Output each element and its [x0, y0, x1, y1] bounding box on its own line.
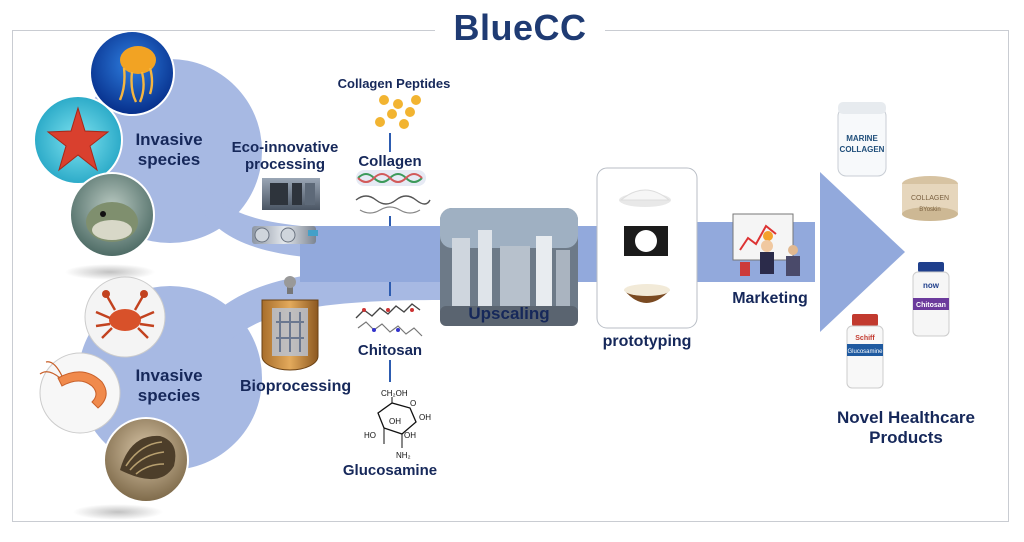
shrimp-icon: [39, 352, 121, 434]
glucosamine-ho-left: HO: [364, 431, 376, 440]
processing-machine-top: [262, 178, 320, 210]
marine-collagen-jar: MARINE COLLAGEN: [837, 102, 887, 177]
jar-label-top: MARINE: [846, 134, 878, 143]
glucosamine-oh-right: OH: [419, 413, 431, 422]
source-label-top: Invasive species: [135, 130, 203, 169]
collagen-label: Collagen: [358, 153, 422, 170]
chitosan-bottle-label: Chitosan: [916, 302, 946, 309]
marketing-label: Marketing: [732, 290, 808, 307]
collagen-cream: COLLAGEN BYoskin: [902, 176, 958, 221]
diagram-frame: [12, 30, 1009, 522]
source-label-bottom: Invasive species: [135, 366, 203, 405]
jar-label-bottom: COLLAGEN: [840, 145, 885, 154]
chitosan-bottle: now Chitosan: [912, 262, 950, 337]
cream-label-bottom: BYoskin: [919, 207, 940, 213]
glucosamine-nh2: NH₂: [396, 451, 411, 460]
tablet-square-icon: [624, 226, 668, 256]
collagen-peptides-label: Collagen Peptides: [337, 76, 451, 91]
upscaling-label: Upscaling: [468, 304, 550, 323]
crab-icon: [84, 276, 166, 358]
collagen-peptides-icon: [375, 95, 421, 129]
eco-processing-label: Eco-innovative processing: [231, 139, 339, 174]
mussel-icon: [103, 417, 189, 503]
glucosamine-oh-lower: OH: [404, 431, 416, 440]
cream-label-top: COLLAGEN: [911, 195, 949, 202]
bioprocessing-label: Bioprocessing: [240, 378, 352, 395]
pufferfish-icon: [69, 172, 155, 258]
glucosamine-structure-icon: CH₂OH O OH OH HO OH NH₂: [364, 389, 431, 460]
marketing-illustration-icon: [732, 213, 800, 276]
prototyping-label: prototyping: [602, 333, 692, 350]
powder-heap-icon: [619, 189, 671, 207]
glucosamine-bottle: Schiff Glucosamine: [846, 314, 884, 389]
flow-branch-bottom: [198, 268, 440, 355]
powder-bowl-icon: [624, 284, 670, 303]
processing-machine-bottom: [252, 226, 318, 244]
upscaling-plant-photo: [440, 208, 578, 326]
glucosamine-bottle-label: Glucosamine: [847, 349, 883, 355]
bioreactor-icon: [261, 276, 319, 371]
chitosan-bottle-brand: now: [923, 281, 940, 290]
jellyfish-icon: [89, 30, 175, 116]
glucosamine-ch2oh: CH₂OH: [381, 389, 408, 398]
starfish-icon: [33, 95, 123, 185]
glucosamine-ring-o: O: [410, 399, 416, 408]
diagram-title: BlueCC: [435, 6, 605, 50]
flow-arrow-head: [820, 172, 905, 332]
glucosamine-label: Glucosamine: [342, 462, 438, 479]
glucosamine-oh-mid: OH: [389, 417, 401, 426]
collagen-structure-icon: [355, 170, 431, 214]
chitosan-label: Chitosan: [357, 342, 423, 359]
products-title: Novel Healthcare Products: [837, 408, 975, 447]
chitosan-structure-icon: [355, 303, 423, 337]
glucosamine-bottle-brand: Schiff: [855, 335, 875, 342]
